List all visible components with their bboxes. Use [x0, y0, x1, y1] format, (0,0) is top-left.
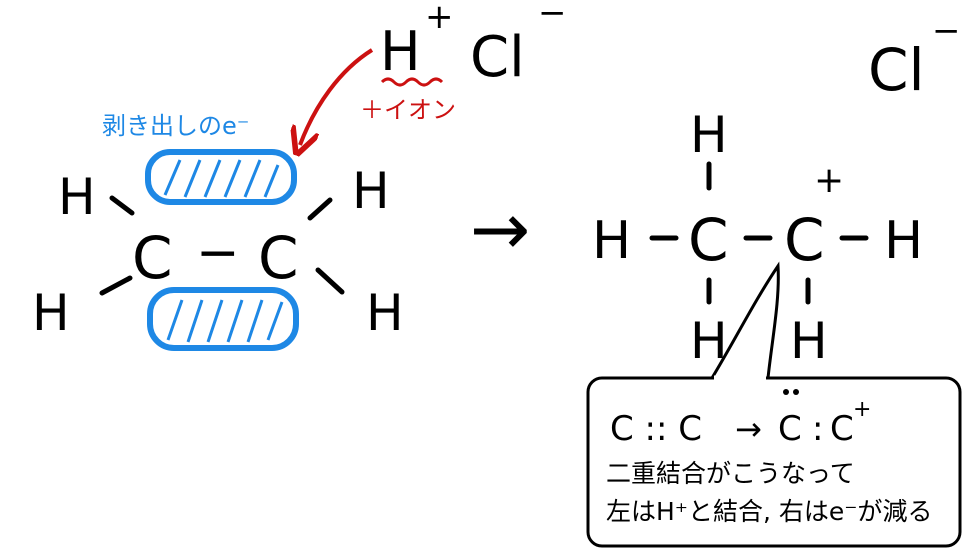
plus-ion-label: ＋イオン [360, 96, 456, 124]
callout-box [586, 376, 962, 548]
pi-cloud-upper [145, 149, 297, 205]
explanation-callout: C :: C → C : C + 二重結合がこうなって 左はH⁺と結合, 右はe… [586, 261, 962, 548]
reagent-cl-charge: − [538, 0, 567, 33]
cation-c-left: C [688, 206, 729, 274]
note-line-1: 二重結合がこうなって [606, 459, 855, 488]
reagent-h-charge: + [425, 0, 454, 37]
cation-h-right: H [884, 211, 923, 271]
product-chloride: Cl − [868, 11, 961, 104]
product-cl-charge: − [932, 11, 961, 51]
cation-charge: + [814, 160, 844, 201]
note-line-2: 左はH⁺と結合, 右はe⁻が減る [606, 497, 932, 526]
cation-c-right: C [784, 206, 825, 274]
ethene-structure: 剥き出しのe⁻ C − C H H H H [32, 112, 404, 351]
reagent-h: H [380, 20, 421, 83]
note-before: C :: C [610, 409, 702, 449]
reaction-arrow: → [470, 187, 530, 271]
ethene-h-bottom-right: H [366, 284, 404, 342]
ethene-h-top-left: H [58, 168, 96, 226]
note-colon: : [812, 409, 823, 449]
ethene-c-left: C [132, 224, 173, 292]
pi-cloud-lower [147, 287, 299, 351]
product-cl: Cl [868, 36, 925, 104]
ethene-h-top-right: H [352, 162, 390, 220]
note-after-left: C [778, 409, 802, 449]
ethene-cc-bond: − [196, 223, 240, 283]
ethene-ch-bonds [99, 195, 345, 296]
lone-pair-dot-2 [793, 389, 799, 395]
note-arrow: → [735, 410, 762, 448]
reagent-hcl: H + Cl − ＋イオン [360, 0, 567, 124]
reagent-cl: Cl [470, 25, 525, 90]
red-attack-arrow [300, 48, 374, 145]
cation-h-bottom-right: H [790, 312, 828, 370]
cation-h-left: H [592, 211, 631, 271]
cation-bonds [649, 161, 869, 305]
red-wavy-underline [380, 77, 444, 87]
lone-pair-dot-1 [783, 389, 789, 395]
note-after-charge: + [853, 397, 871, 422]
pi-electron-label: 剥き出しのe⁻ [102, 112, 249, 140]
ethene-h-bottom-left: H [32, 284, 70, 342]
note-after-right: C [830, 409, 854, 449]
ethene-c-right: C [258, 224, 299, 292]
cation-h-top: H [690, 106, 728, 164]
carbocation-structure: H C C + H H H H [592, 106, 923, 370]
callout-pointer [710, 261, 780, 379]
